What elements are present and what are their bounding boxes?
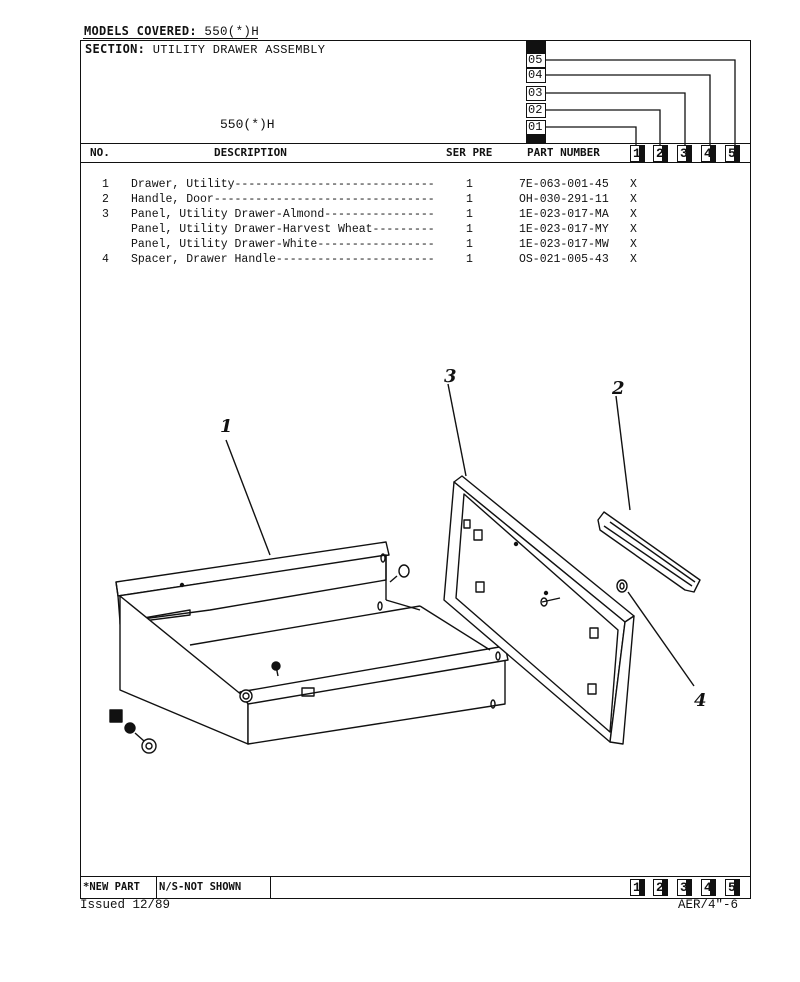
- column-header-bottom-rule: [80, 162, 751, 163]
- part-qty: 1: [466, 238, 473, 251]
- part-description: Spacer, Drawer Handle-------------------…: [131, 253, 435, 266]
- col-ser-pre: SER PRE: [446, 146, 493, 159]
- part-description: Handle, Door----------------------------…: [131, 193, 435, 206]
- part-number: 1E-023-017-MA: [519, 208, 609, 221]
- connector-03: [546, 92, 686, 146]
- handle-door-drawing: [597, 511, 701, 593]
- connector-02: [546, 109, 661, 146]
- part-qty: 1: [466, 223, 473, 236]
- part-description: Panel, Utility Drawer-Harvest Wheat-----…: [131, 223, 435, 236]
- part-number: 1E-023-017-MW: [519, 238, 609, 251]
- callout-4: 4: [694, 690, 707, 711]
- header-variant-col-4: 4: [701, 145, 716, 162]
- models-underline: [83, 38, 258, 39]
- page-code: AER/4"-6: [678, 898, 739, 912]
- footer-divider-1: [156, 876, 157, 898]
- models-covered-value: 550(*)H: [204, 25, 260, 39]
- section-label: SECTION:: [85, 42, 146, 56]
- section-value: UTILITY DRAWER ASSEMBLY: [152, 43, 326, 57]
- part-no: 2: [102, 193, 109, 206]
- connector-05: [546, 59, 736, 146]
- model-center-label: 550(*)H: [220, 117, 275, 132]
- header-variant-col-3: 3: [677, 145, 692, 162]
- part-mark: X: [630, 253, 637, 266]
- part-number: 1E-023-017-MY: [519, 223, 609, 236]
- part-mark: X: [630, 223, 637, 236]
- part-no: 1: [102, 178, 109, 191]
- footer-top-rule: [80, 876, 751, 877]
- footer-variant-col-1: 1: [630, 879, 645, 896]
- part-number: 7E-063-001-45: [519, 178, 609, 191]
- variant-code-04: 04: [526, 68, 546, 83]
- models-covered: MODELS COVERED: 550(*)H: [84, 24, 259, 39]
- variant-code-01: 01: [526, 120, 546, 135]
- part-number: OH-030-291-11: [519, 193, 609, 206]
- models-covered-label: MODELS COVERED:: [84, 24, 197, 38]
- callout-1: 1: [220, 416, 233, 437]
- parts-sheet-frame: [80, 40, 751, 899]
- footer-divider-2: [270, 876, 271, 898]
- section-heading: SECTION: UTILITY DRAWER ASSEMBLY: [85, 42, 325, 57]
- footer-variant-col-3: 3: [677, 879, 692, 896]
- col-no: NO.: [90, 146, 110, 159]
- connector-01: [546, 126, 637, 146]
- variant-code-03: 03: [526, 86, 546, 101]
- footer-new-part: *NEW PART: [83, 881, 140, 893]
- variant-stack-base: [526, 135, 546, 143]
- connector-04: [546, 74, 711, 146]
- part-description: Panel, Utility Drawer-Almond------------…: [131, 208, 435, 221]
- part-description: Panel, Utility Drawer-White-------------…: [131, 238, 435, 251]
- header-variant-col-1: 1: [630, 145, 645, 162]
- part-qty: 1: [466, 208, 473, 221]
- callout-3: 3: [444, 366, 457, 387]
- part-mark: X: [630, 178, 637, 191]
- col-description: DESCRIPTION: [214, 146, 287, 159]
- footer-variant-col-4: 4: [701, 879, 716, 896]
- part-description: Drawer, Utility-------------------------…: [131, 178, 435, 191]
- variant-code-05: 05: [526, 53, 546, 68]
- header-variant-col-2: 2: [653, 145, 668, 162]
- part-mark: X: [630, 208, 637, 221]
- footer-variant-col-5: 5: [725, 879, 740, 896]
- callout-2: 2: [612, 378, 625, 399]
- col-part-number: PART NUMBER: [527, 146, 600, 159]
- drawer-utility-drawing: [109, 541, 509, 754]
- column-header-top-rule: [80, 143, 751, 144]
- header-variant-col-5: 5: [725, 145, 740, 162]
- part-mark: X: [630, 238, 637, 251]
- spacer-drawer-handle-drawing: [616, 579, 628, 593]
- panel-utility-drawer-drawing: [443, 475, 635, 745]
- part-no: 3: [102, 208, 109, 221]
- exploded-diagram: [109, 383, 701, 754]
- part-no: 4: [102, 253, 109, 266]
- part-qty: 1: [466, 253, 473, 266]
- part-qty: 1: [466, 178, 473, 191]
- part-number: OS-021-005-43: [519, 253, 609, 266]
- variant-connectors: [546, 59, 736, 146]
- variant-stack-cap: [526, 40, 546, 53]
- part-mark: X: [630, 193, 637, 206]
- footer-variant-col-2: 2: [653, 879, 668, 896]
- part-qty: 1: [466, 193, 473, 206]
- variant-code-02: 02: [526, 103, 546, 118]
- footer-not-shown: N/S-NOT SHOWN: [159, 881, 242, 893]
- issued-date: Issued 12/89: [80, 898, 171, 912]
